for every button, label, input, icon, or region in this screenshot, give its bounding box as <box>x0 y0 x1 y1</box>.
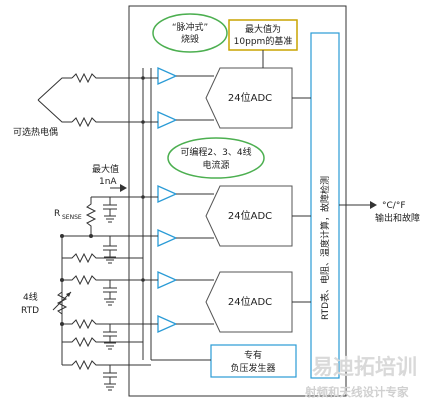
neg-bias-line1: 专有 <box>244 349 262 361</box>
current-source-line1: 可编程2、3、4线 <box>180 146 251 158</box>
thermocouple-label: 可选热电偶 <box>13 126 58 138</box>
rsense-subscript: SENSE <box>62 214 82 221</box>
adc-block-3 <box>205 271 293 333</box>
reference-line1: 最大值为 <box>245 23 281 35</box>
adc-block-2 <box>205 185 293 247</box>
processing-text: RTD表、电阻、温度计算，故障检测 <box>319 176 331 320</box>
output-label-line1: °C/°F <box>382 201 406 211</box>
rtd-label-line1: 4线 <box>23 291 38 303</box>
amp-2 <box>157 110 178 130</box>
rtd-label-line2: RTD <box>21 306 39 316</box>
rtd-arrow-head <box>66 292 71 297</box>
neg-bias-generator <box>210 344 297 378</box>
pulse-burnout-line1: “脉冲式” <box>172 21 208 33</box>
amplifiers <box>157 66 178 334</box>
watermark-sub: 射频和天线设计专家 <box>304 385 409 399</box>
amp-6 <box>157 314 178 334</box>
adc-label-2: 24位ADC <box>228 209 272 222</box>
amp-adc-wires <box>176 75 214 325</box>
pulse-burnout-ellipse <box>152 13 228 53</box>
reference-line2: 10ppm的基准 <box>234 35 293 47</box>
rsense-label: R <box>54 209 60 219</box>
neg-bias-line2: 负压发生器 <box>230 362 275 374</box>
output-arrow-head <box>370 201 377 209</box>
chip-outline <box>128 5 347 397</box>
ground-caps <box>103 197 117 391</box>
rsense-resistor <box>85 197 97 236</box>
output-label-line2: 输出和故障 <box>375 212 420 224</box>
adc-block-1 <box>205 67 293 129</box>
current-source-ellipse <box>167 137 265 179</box>
max-current-line2: 1nA <box>99 177 117 187</box>
max-current-line1: 最大值 <box>92 163 119 175</box>
amp-3 <box>157 184 178 204</box>
amp-1 <box>157 66 178 86</box>
amp-4 <box>157 228 178 248</box>
amp-5 <box>157 270 178 290</box>
junction-dots <box>60 76 145 326</box>
adc-label-1: 24位ADC <box>228 91 272 104</box>
watermark-main: 易迪拓培训 <box>312 355 417 379</box>
thermocouple-wires <box>37 72 158 128</box>
current-arrow-head <box>120 184 127 192</box>
current-source-line2: 电流源 <box>202 159 229 171</box>
pulse-burnout-line2: 烧毁 <box>181 33 199 45</box>
adc-label-3: 24位ADC <box>228 295 272 308</box>
